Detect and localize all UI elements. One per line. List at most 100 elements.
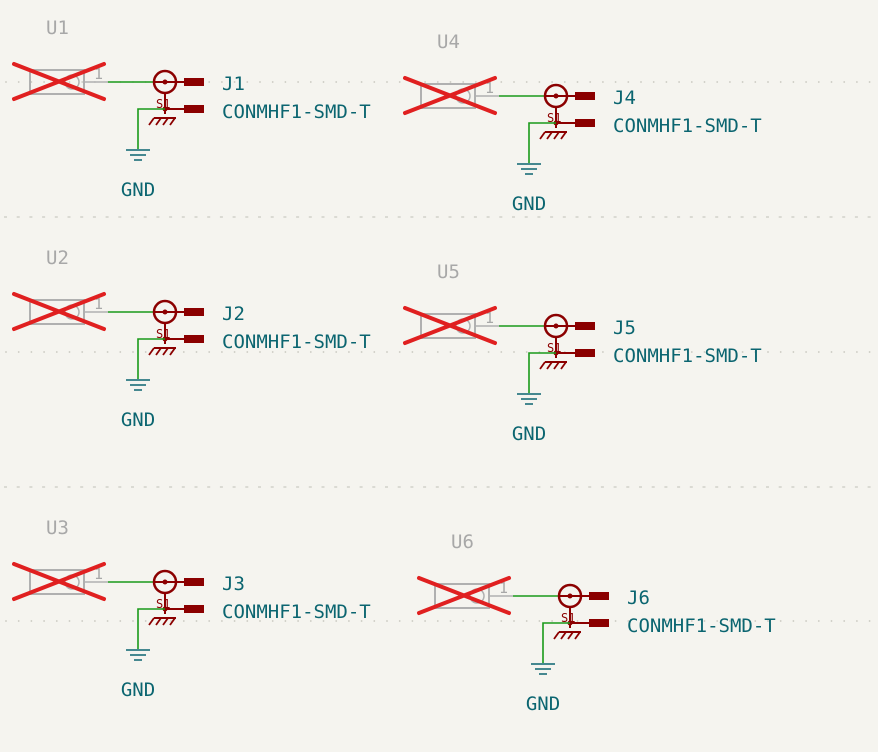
grid-dot (335, 81, 338, 83)
u-part[interactable]: U21 (12, 247, 108, 331)
grid-dot (487, 351, 490, 353)
grid-dot (805, 351, 807, 353)
grid-dot (767, 351, 769, 353)
grid-dot (17, 351, 20, 353)
grid-dot (322, 81, 325, 83)
gnd-label: GND (121, 409, 155, 431)
gnd-symbol[interactable]: GND (121, 379, 155, 431)
u-part[interactable]: U11 (12, 17, 108, 101)
chassis-hatch-tick (567, 631, 574, 640)
ground-wire[interactable] (137, 108, 165, 149)
grid-dot (373, 81, 376, 83)
j-value-label: CONMHF1-SMD-T (613, 115, 762, 137)
grid-dot (297, 351, 299, 353)
grid-dot (538, 620, 541, 622)
grid-dot (246, 620, 249, 622)
gnd-symbol[interactable]: GND (121, 649, 155, 701)
u-pin-number: 1 (485, 79, 494, 97)
grid-dot (716, 351, 719, 353)
j-pin-signal (184, 578, 204, 586)
u-reference-label: U4 (437, 31, 460, 53)
grid-dot (678, 620, 680, 622)
grid-dot (500, 81, 503, 83)
ground-wire[interactable] (542, 622, 570, 663)
grid-dot (144, 620, 147, 622)
j-value-label: CONMHF1-SMD-T (613, 345, 762, 367)
j-pin-shield (575, 349, 595, 357)
grid-dot (729, 351, 731, 353)
grid-dot (360, 351, 363, 353)
u-part[interactable]: U4 1 (403, 31, 499, 115)
exclude-cross-stroke (12, 562, 106, 601)
j-reference-label: J2 (222, 303, 245, 325)
grid-dot (208, 620, 211, 622)
grid-dot (690, 351, 693, 353)
grid-dot (830, 81, 833, 83)
grid-dot (741, 81, 744, 83)
grid-dot (5, 351, 7, 353)
grid-dot (843, 81, 846, 83)
grid-dot (729, 81, 731, 83)
j-reference-label: J4 (613, 87, 636, 109)
grid-dot (259, 620, 261, 622)
grid-dot (386, 351, 388, 353)
chassis-hatch-tick (539, 131, 546, 140)
grid-dot (233, 351, 236, 353)
gnd-symbol[interactable]: GND (512, 163, 546, 215)
grid-dot (703, 620, 706, 622)
grid-dot (335, 620, 338, 622)
grid-dot (322, 351, 325, 353)
grid-dot (259, 81, 261, 83)
j-pin-shield (184, 605, 204, 613)
chassis-hatch-tick (169, 347, 176, 356)
chassis-hatch-tick (560, 631, 567, 640)
grid-dot (55, 351, 58, 353)
grid-dot (424, 81, 426, 83)
grid-dot (576, 620, 579, 622)
u-part[interactable]: U51 (403, 261, 499, 345)
u-pin-number: 1 (94, 565, 103, 583)
grid-dot (271, 351, 274, 353)
grid-dot (436, 81, 439, 83)
j-pin-shield (184, 335, 204, 343)
grid-dot (360, 81, 363, 83)
grid-dot (208, 81, 211, 83)
gnd-symbol[interactable]: GND (526, 663, 560, 715)
ground-wire[interactable] (528, 122, 556, 163)
grid-dot (233, 81, 236, 83)
exclude-cross-stroke (12, 292, 106, 331)
grid-dot (551, 81, 553, 83)
grid-dot (5, 81, 7, 83)
grid-dot (741, 620, 744, 622)
grid-dot (475, 351, 477, 353)
grid-dot (195, 620, 198, 622)
ground-wire[interactable] (528, 352, 556, 393)
grid-dot (640, 620, 642, 622)
grid-dot (132, 620, 134, 622)
chassis-hatch-tick (546, 361, 553, 370)
grid-dot (487, 620, 490, 622)
j-pin-signal (589, 592, 609, 600)
grid-dot (106, 620, 109, 622)
grid-dot (563, 620, 566, 622)
chassis-hatch-tick (148, 117, 155, 126)
ground-wire[interactable] (137, 338, 165, 379)
gnd-symbol[interactable]: GND (121, 149, 155, 201)
u-part[interactable]: U31 (12, 517, 108, 601)
grid-dot (830, 351, 833, 353)
grid-dot (754, 81, 757, 83)
grid-dot (373, 351, 376, 353)
ground-wire[interactable] (137, 608, 165, 649)
u-part[interactable]: U61 (417, 531, 513, 615)
chassis-hatch-tick (546, 131, 553, 140)
gnd-symbol[interactable]: GND (512, 393, 546, 445)
